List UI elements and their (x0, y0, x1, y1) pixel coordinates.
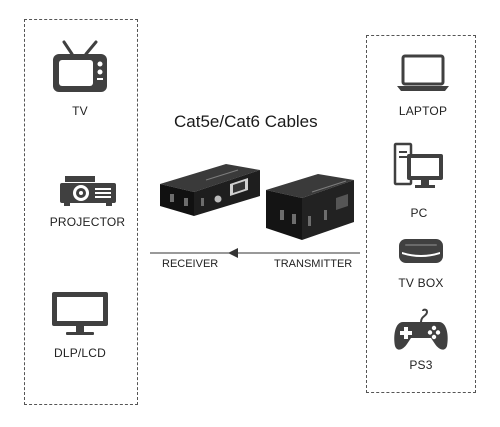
laptop-icon (397, 54, 449, 91)
tv-box-label: TV BOX (398, 276, 444, 290)
receiver-label: RECEIVER (162, 258, 219, 270)
tv-icon (53, 40, 107, 92)
source-devices-panel (366, 35, 476, 393)
dlp-lcd-label: DLP/LCD (53, 346, 107, 360)
dlp-lcd-device: DLP/LCD (45, 290, 115, 360)
output-devices-panel (24, 19, 138, 405)
diagram-title: Cat5e/Cat6 Cables (174, 112, 318, 131)
projector-device: PROJECTOR (45, 176, 130, 229)
signal-flow-arrow (150, 248, 360, 258)
ps3-label: PS3 (409, 358, 433, 372)
tv-box-icon (399, 239, 443, 263)
ps3-device: PS3 (388, 308, 454, 372)
projector-label: PROJECTOR (49, 215, 126, 229)
monitor-icon (52, 292, 108, 335)
projector-icon (59, 176, 116, 206)
gamepad-icon (394, 308, 448, 350)
tv-device: TV (45, 40, 115, 118)
transmitter-label: TRANSMITTER (274, 258, 353, 270)
desktop-pc-icon (393, 142, 443, 188)
pc-device: PC (393, 140, 445, 220)
tv-label: TV (72, 104, 88, 118)
tv-box-device: TV BOX (386, 236, 456, 290)
laptop-label: LAPTOP (398, 104, 448, 118)
pc-label: PC (410, 206, 428, 220)
receiver-unit (160, 164, 260, 216)
laptop-device: LAPTOP (386, 54, 460, 118)
transmitter-unit (266, 174, 354, 240)
hdmi-extender-units (160, 164, 354, 240)
